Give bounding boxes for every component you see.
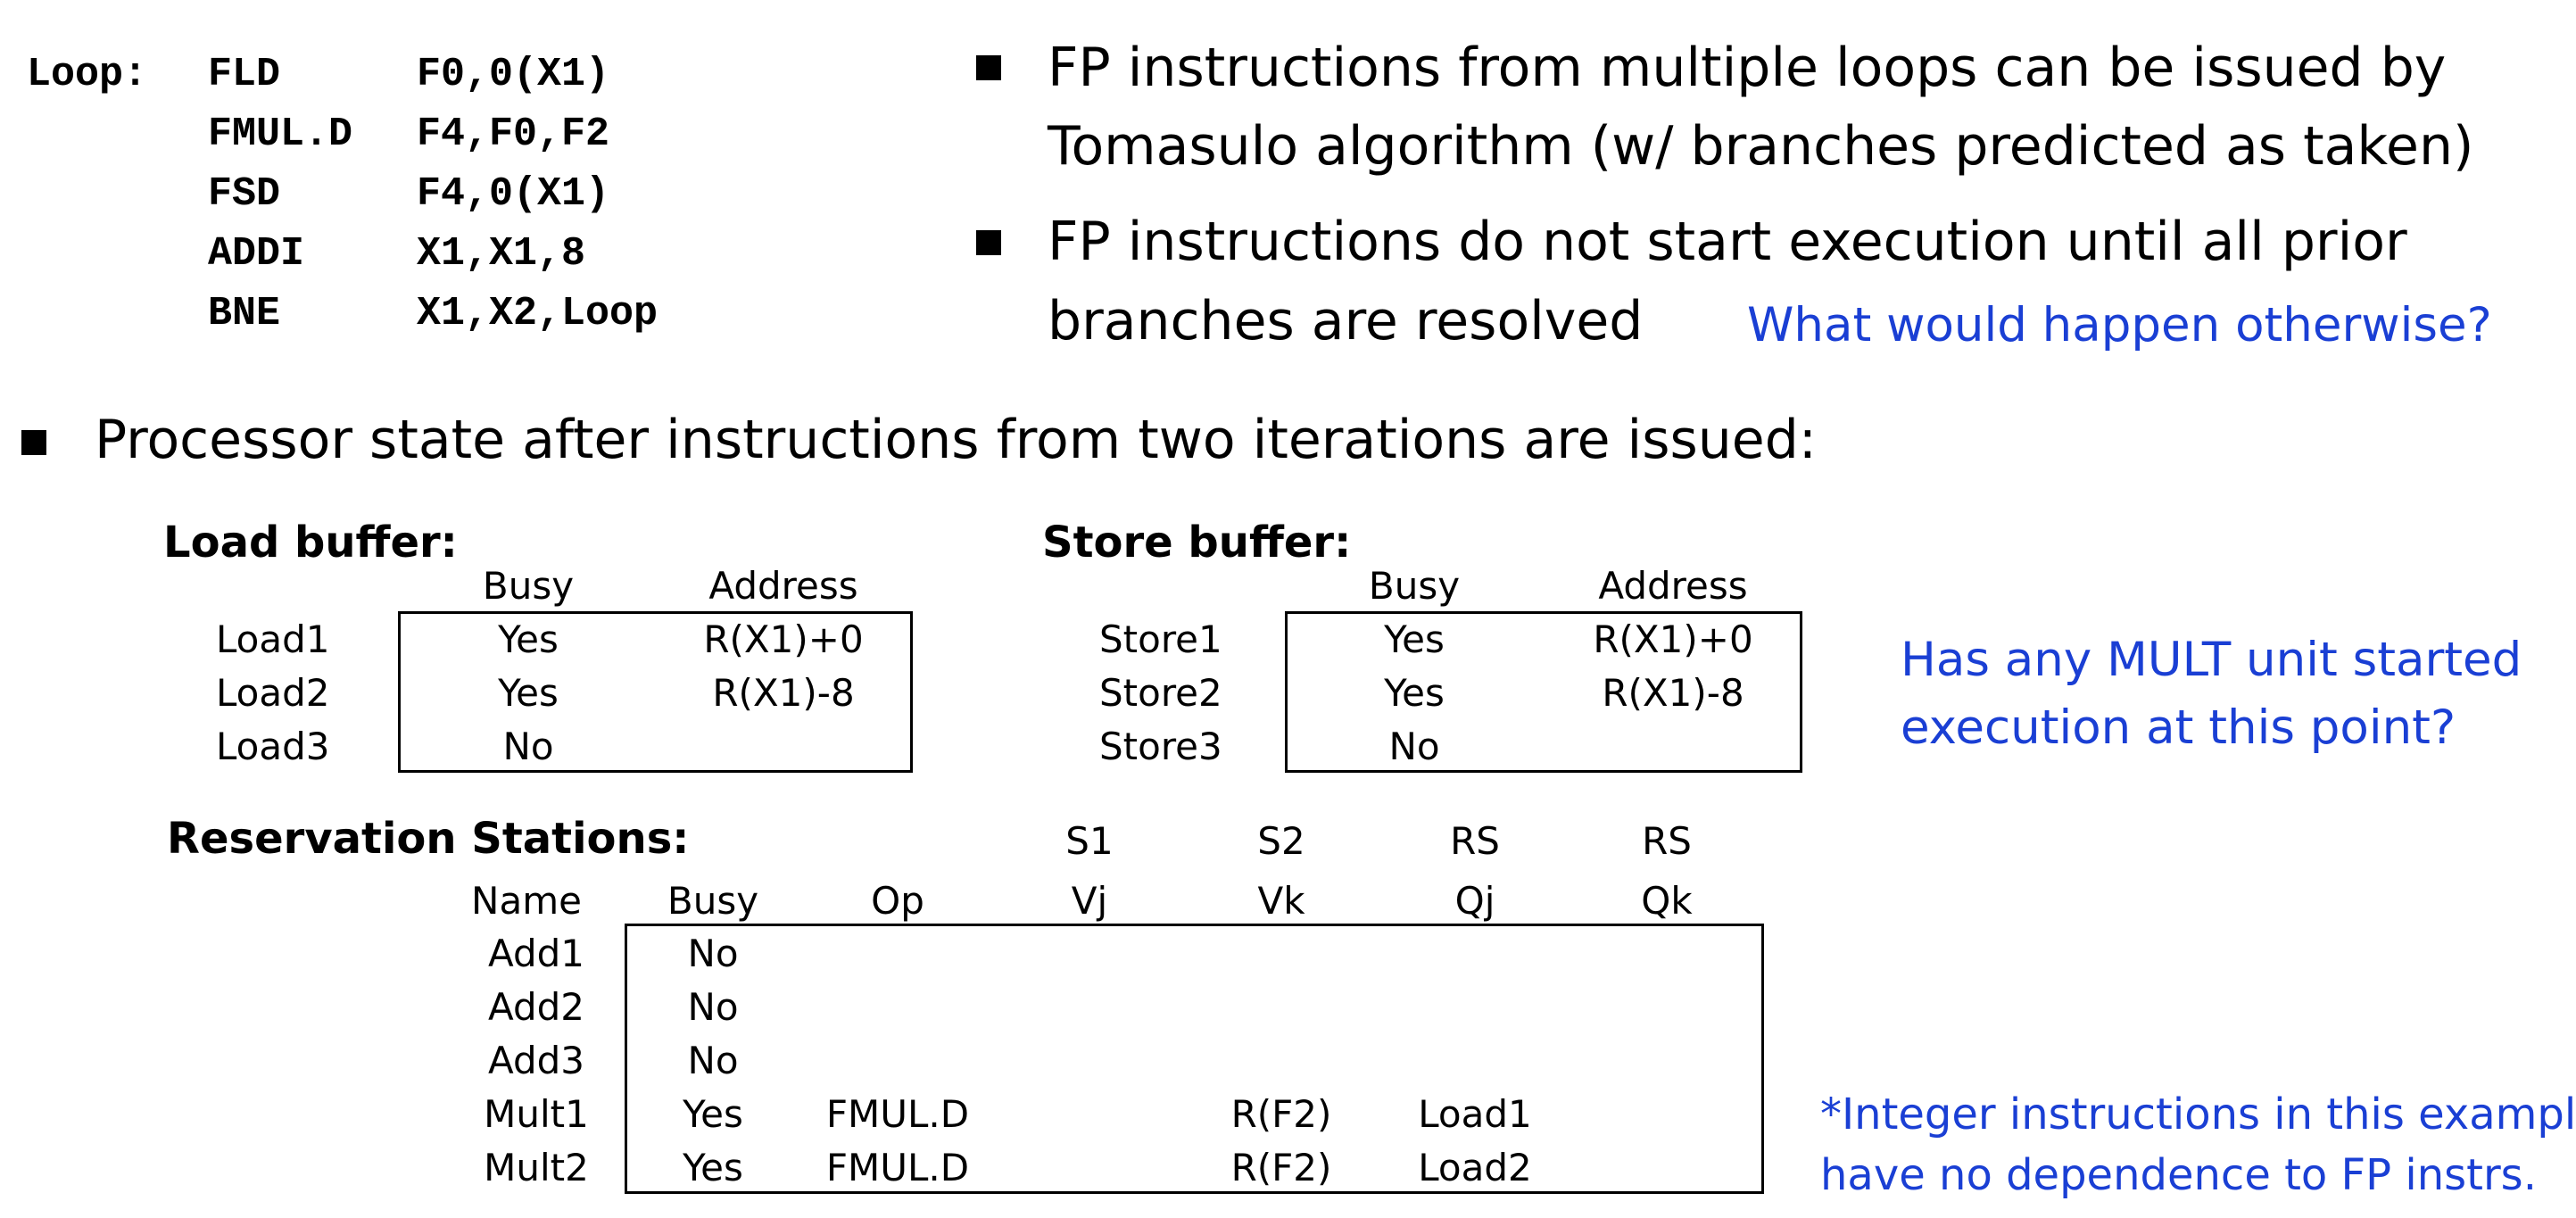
rs-row-vk: R(F2) xyxy=(1230,1146,1332,1189)
store-col-address: Address xyxy=(1598,564,1748,608)
load-col-address: Address xyxy=(708,564,858,608)
rs-col-name: Name xyxy=(471,879,582,923)
mult-question-line: execution at this point? xyxy=(1901,700,2456,755)
code-op: FMUL.D xyxy=(208,112,353,157)
store-col-busy: Busy xyxy=(1368,564,1461,608)
rs-col-qj: Qj xyxy=(1454,879,1495,923)
code-args: X1,X1,8 xyxy=(417,231,586,277)
rs-row-busy: No xyxy=(687,932,739,975)
rs-row-busy: Yes xyxy=(683,1092,743,1136)
load-buffer-title: Load buffer: xyxy=(163,518,458,568)
load-row-name: Load3 xyxy=(216,725,330,768)
rs-top-header: RS xyxy=(1642,819,1692,863)
rs-top-header: S1 xyxy=(1065,819,1114,863)
rs-row-name: Add2 xyxy=(487,985,585,1029)
rs-row-qj: Load1 xyxy=(1418,1092,1532,1136)
load-row-busy: Yes xyxy=(498,671,559,715)
integer-note-line: have no dependence to FP instrs. xyxy=(1820,1150,2537,1200)
rs-row-busy: Yes xyxy=(683,1146,743,1189)
load-row-name: Load2 xyxy=(216,671,330,715)
rs-row-name: Add3 xyxy=(487,1039,585,1082)
load-buffer-box xyxy=(398,611,913,773)
load-row-busy: No xyxy=(502,725,554,768)
mult-question-line: Has any MULT unit started xyxy=(1901,633,2522,687)
rs-row-name: Add1 xyxy=(487,932,585,975)
rs-top-header: S2 xyxy=(1257,819,1305,863)
rs-row-qj: Load2 xyxy=(1418,1146,1532,1189)
bullet-marker xyxy=(976,230,1001,255)
store-row-address: R(X1)-8 xyxy=(1602,671,1744,715)
store-row-name: Store1 xyxy=(1099,617,1222,661)
rs-col-busy: Busy xyxy=(667,879,759,923)
rs-row-busy: No xyxy=(687,985,739,1029)
bullet-text: Tomasulo algorithm (w/ branches predicte… xyxy=(1048,115,2474,178)
code-op: FSD xyxy=(208,171,281,217)
store-buffer-title: Store buffer: xyxy=(1042,518,1352,568)
store-row-name: Store2 xyxy=(1099,671,1222,715)
rs-row-vk: R(F2) xyxy=(1230,1092,1332,1136)
bullet-text: FP instructions from multiple loops can … xyxy=(1048,37,2447,99)
bullet-marker xyxy=(21,430,46,455)
code-op: ADDI xyxy=(208,231,305,277)
code-op: BNE xyxy=(208,291,281,336)
rs-row-name: Mult2 xyxy=(484,1146,589,1189)
load-row-busy: Yes xyxy=(498,617,559,661)
rs-col-qk: Qk xyxy=(1641,879,1693,923)
rs-row-op: FMUL.D xyxy=(825,1092,970,1136)
load-row-name: Load1 xyxy=(216,617,330,661)
rs-top-header: RS xyxy=(1450,819,1500,863)
store-buffer-box xyxy=(1285,611,1802,773)
load-row-address: R(X1)+0 xyxy=(703,617,864,661)
code-args: F4,0(X1) xyxy=(417,171,610,217)
bullet-text: FP instructions do not start execution u… xyxy=(1048,211,2407,273)
store-row-address: R(X1)+0 xyxy=(1593,617,1753,661)
rs-title: Reservation Stations: xyxy=(167,814,690,864)
rs-col-op: Op xyxy=(871,879,924,923)
rs-box xyxy=(625,924,1764,1194)
mult-question: Has any MULT unit started execution at t… xyxy=(1901,626,2522,762)
rs-col-vj: Vj xyxy=(1071,879,1108,923)
code-loop-label: Loop: xyxy=(27,52,148,97)
code-args: F4,F0,F2 xyxy=(417,112,610,157)
bullet-text: Processor state after instructions from … xyxy=(95,409,1817,471)
store-row-busy: Yes xyxy=(1384,617,1445,661)
code-args: F0,0(X1) xyxy=(417,52,610,97)
rs-row-name: Mult1 xyxy=(484,1092,589,1136)
bullet-marker xyxy=(976,55,1001,80)
bullet-text: branches are resolved xyxy=(1048,290,1644,352)
rs-row-op: FMUL.D xyxy=(825,1146,970,1189)
store-row-busy: Yes xyxy=(1384,671,1445,715)
rs-row-busy: No xyxy=(687,1039,739,1082)
store-row-name: Store3 xyxy=(1099,725,1222,768)
otherwise-question: What would happen otherwise? xyxy=(1747,298,2492,352)
rs-col-vk: Vk xyxy=(1257,879,1305,923)
code-args: X1,X2,Loop xyxy=(417,291,658,336)
store-row-busy: No xyxy=(1388,725,1440,768)
load-col-busy: Busy xyxy=(482,564,575,608)
code-op: FLD xyxy=(208,52,281,97)
integer-note-line: *Integer instructions in this example xyxy=(1820,1090,2576,1139)
integer-note: *Integer instructions in this example ha… xyxy=(1820,1084,2576,1206)
load-row-address: R(X1)-8 xyxy=(712,671,855,715)
